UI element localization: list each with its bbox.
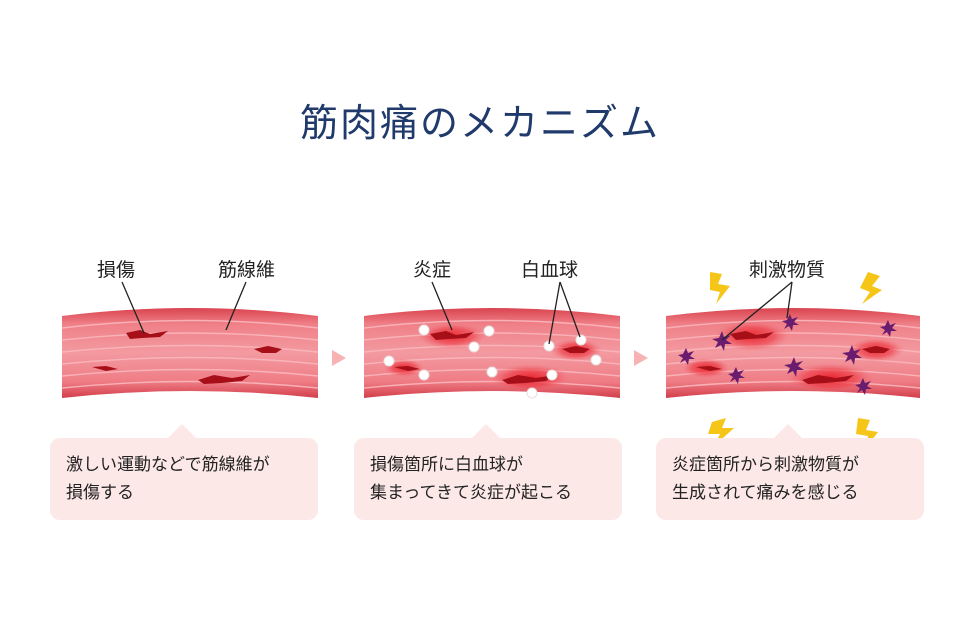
label-muscle-fiber: 筋線維	[218, 259, 276, 281]
wound-mark	[254, 346, 282, 353]
caption-line: 集まってきて炎症が起こる	[370, 483, 572, 503]
caption-bubble-2: 損傷箇所に白血球が 集まってきて炎症が起こる	[354, 424, 622, 520]
label-inflammation: 炎症	[413, 259, 452, 281]
wound-mark	[198, 375, 250, 384]
caption-line: 激しい運動などで筋線維が	[66, 455, 270, 475]
page-title: 筋肉痛のメカニズム	[299, 101, 660, 145]
next-arrow-icon	[634, 350, 648, 366]
wound-mark	[92, 366, 118, 371]
caption-line: 生成されて痛みを感じる	[672, 483, 859, 503]
muscle-fiber-1	[61, 308, 319, 398]
wound-mark	[126, 330, 168, 339]
caption-line: 損傷箇所に白血球が	[370, 455, 523, 475]
caption-bubble-1: 激しい運動などで筋線維が 損傷する	[50, 424, 318, 520]
muscle-fiber-2	[363, 308, 621, 399]
label-damage: 損傷	[97, 259, 136, 281]
leader-lines	[121, 281, 793, 345]
caption-line: 損傷する	[66, 483, 134, 503]
white-blood-cell-icon	[383, 324, 602, 399]
irritant-substance-icon	[678, 314, 897, 395]
label-irritant: 刺激物質	[749, 259, 826, 281]
lightning-icon	[708, 272, 882, 448]
caption-bubble-3: 炎症箇所から刺激物質が 生成されて痛みを感じる	[656, 424, 924, 520]
muscle-fiber-3	[665, 272, 921, 448]
label-white-blood-cell: 白血球	[521, 259, 579, 281]
caption-line: 炎症箇所から刺激物質が	[672, 455, 859, 475]
next-arrow-icon	[332, 350, 346, 366]
